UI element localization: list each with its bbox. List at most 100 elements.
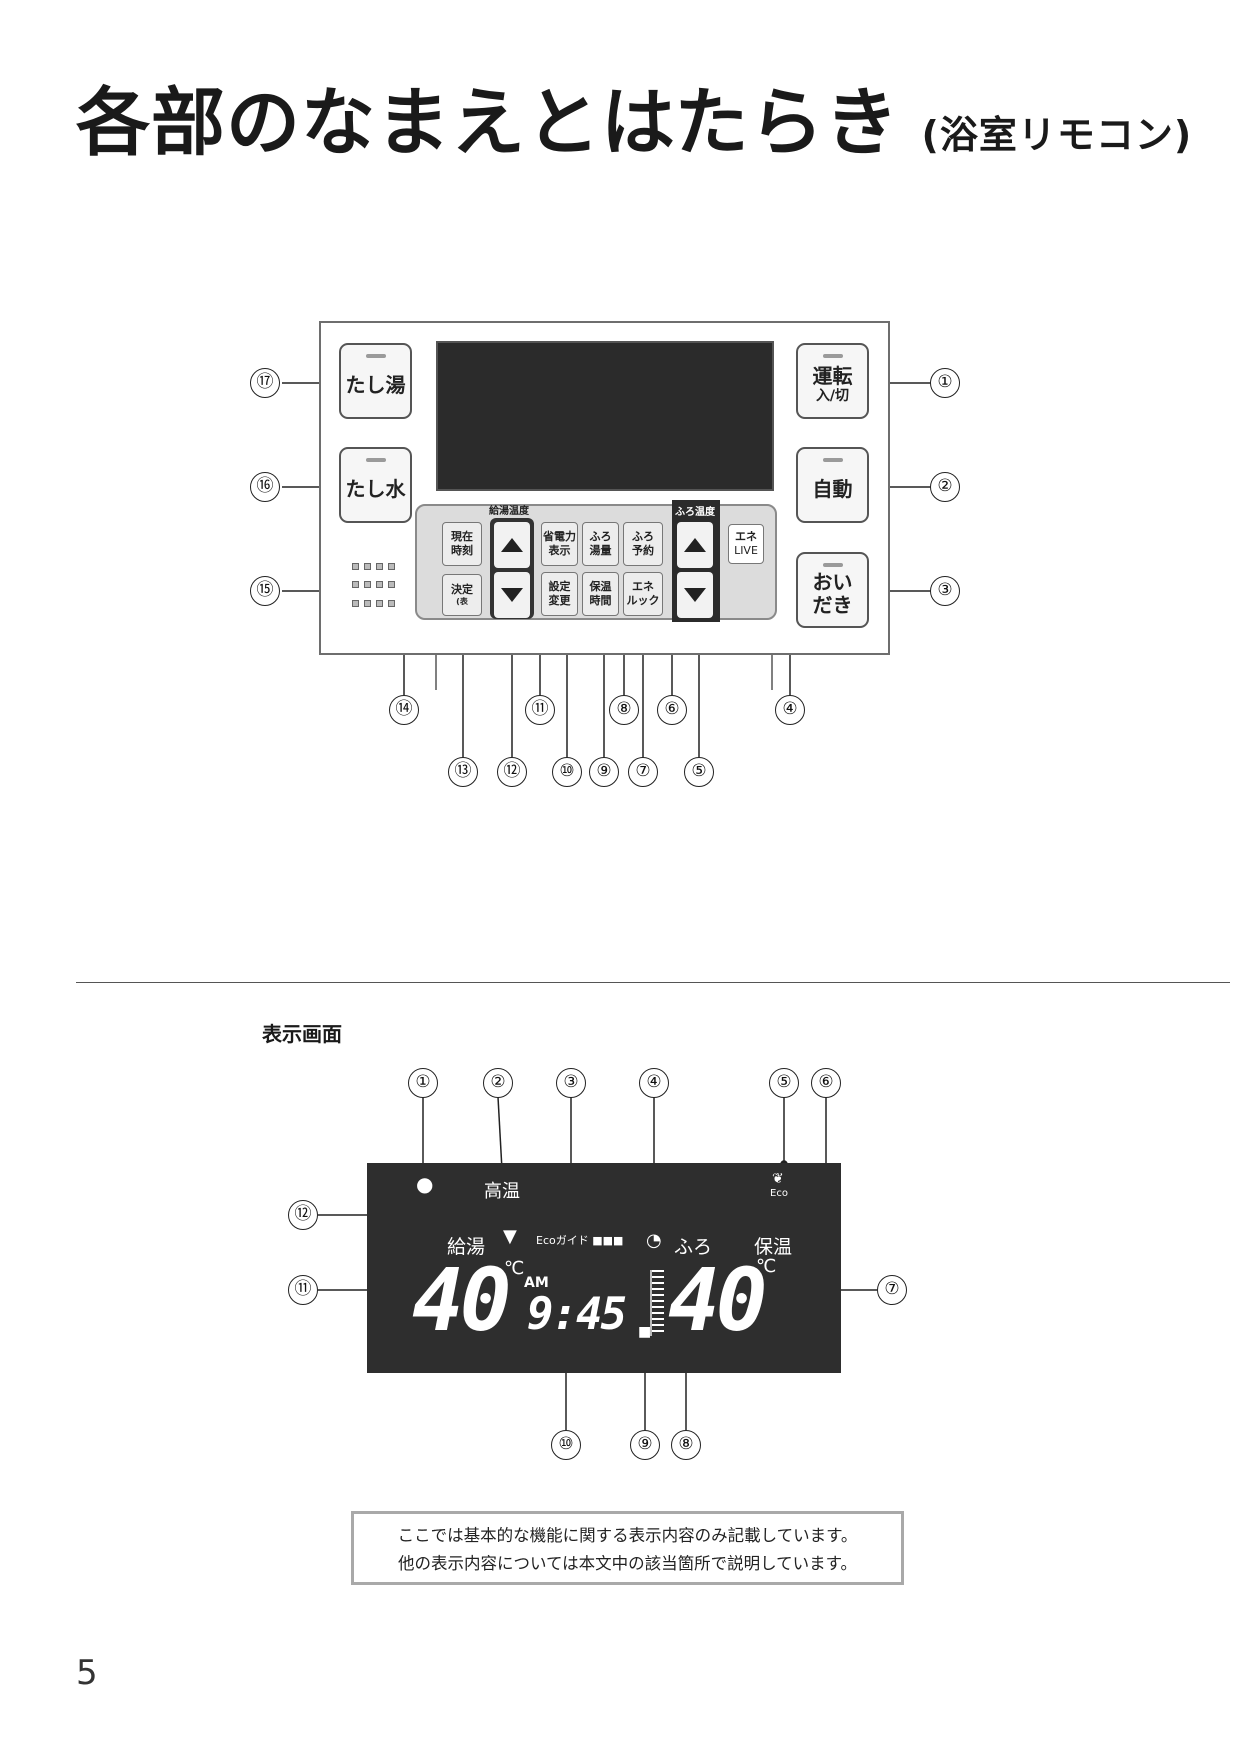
hoon-jikan-button[interactable]: 保温時間 [582, 572, 619, 616]
furo-label: ふろ [632, 529, 654, 543]
down-arrow-icon [501, 588, 523, 602]
unten-label: 運転 [812, 364, 853, 389]
callout-1: ① [930, 368, 960, 398]
callout-15: ⑮ [250, 576, 280, 606]
callout-6: ⑥ [657, 695, 687, 725]
kyuto-down-button[interactable] [494, 572, 530, 618]
callout-17: ⑰ [250, 368, 280, 398]
kouon-indicator: 高温 [484, 1181, 520, 1202]
live-label: LIVE [734, 544, 758, 557]
unten-sublabel: 入/切 [815, 388, 850, 405]
up-arrow-icon [501, 538, 523, 552]
tashimizu-label: たし水 [345, 476, 406, 501]
furo-label: ふろ [589, 529, 612, 543]
kettei-button[interactable]: 決定(表 [442, 574, 482, 616]
display-callout-4: ④ [639, 1068, 669, 1098]
settei-label: 設定 [548, 579, 571, 593]
oidaki-button[interactable]: おいだき [796, 552, 869, 628]
note-box: ここでは基本的な機能に関する表示内容のみ記載しています。 他の表示内容については… [351, 1511, 904, 1585]
water-level-gauge [650, 1270, 664, 1336]
section-divider [76, 982, 1230, 983]
eco-guide-label: Ecoガイド ■■■ [536, 1234, 624, 1247]
clock-time: 9:45 [527, 1289, 627, 1340]
callout-11: ⑪ [525, 695, 555, 725]
furo-temp-value: 40 [668, 1251, 768, 1351]
yuryo-label: 湯量 [589, 544, 612, 557]
water-marker-icon: ■ [638, 1324, 652, 1340]
display-callout-5: ⑤ [769, 1068, 799, 1098]
page-title: 各部のなまえとはたらき(浴室リモコン) [76, 86, 1192, 160]
furo-down-button[interactable] [677, 572, 713, 618]
furo-label: ふろ [674, 1236, 713, 1258]
kettei-label: 決定 [451, 582, 473, 596]
display-callout-7: ⑦ [877, 1275, 907, 1305]
callout-2: ② [930, 472, 960, 502]
lcd-display [367, 1163, 841, 1373]
unten-button[interactable]: 運転入/切 [796, 343, 869, 419]
ene-label: エネ [734, 529, 757, 543]
faucet-icon: ▼ [503, 1226, 517, 1247]
display-heading: 表示画面 [262, 1022, 342, 1046]
speaker-grille [352, 563, 402, 613]
furo-yuryo-button[interactable]: ふろ湯量 [582, 522, 619, 566]
jidou-label: 自動 [812, 476, 853, 501]
eco-indicator: Eco [770, 1188, 788, 1199]
shoden-label: 省電力 [543, 529, 576, 543]
display-callout-12: ⑫ [288, 1200, 318, 1230]
kyuto-temp-value: 40 [412, 1251, 512, 1351]
furo-temp-unit: ℃ [756, 1256, 777, 1277]
yoyaku-label: 予約 [632, 544, 654, 557]
callout-7: ⑦ [628, 757, 658, 787]
callout-10: ⑩ [552, 757, 582, 787]
henkou-label: 変更 [548, 594, 571, 607]
display-callout-3: ③ [556, 1068, 586, 1098]
shoden-hyouji-button[interactable]: 省電力表示 [541, 522, 578, 566]
callout-8: ⑧ [609, 695, 639, 725]
look-label: ルック [626, 594, 660, 607]
ene-look-button[interactable]: エネルック [623, 572, 663, 616]
callout-13: ⑬ [448, 757, 478, 787]
jikoku-label: 時刻 [451, 544, 473, 557]
callout-3: ③ [930, 576, 960, 606]
hoon-label: 保温 [754, 1236, 793, 1258]
display-callout-9: ⑨ [630, 1430, 660, 1460]
display-callout-6: ⑥ [811, 1068, 841, 1098]
note-line-1: ここでは基本的な機能に関する表示内容のみ記載しています。 [397, 1526, 858, 1545]
display-callout-2: ② [483, 1068, 513, 1098]
tashimizu-button[interactable]: たし水 [339, 447, 412, 523]
display-callout-1: ① [408, 1068, 438, 1098]
callout-12: ⑫ [497, 757, 527, 787]
flame-icon: ● [416, 1172, 434, 1196]
callout-5: ⑤ [684, 757, 714, 787]
kyuto-temp-unit: ℃ [504, 1258, 525, 1279]
furo-temp-label: ふろ温度 [675, 507, 715, 518]
genzai-jikoku-button[interactable]: 現在時刻 [442, 522, 482, 566]
display-callout-11: ⑪ [288, 1275, 318, 1305]
title-main: 各部のなまえとはたらき [76, 80, 900, 166]
display-callout-8: ⑧ [671, 1430, 701, 1460]
remote-screen [436, 341, 774, 491]
up-arrow-icon [684, 538, 706, 552]
callout-9: ⑨ [589, 757, 619, 787]
callout-4: ④ [775, 695, 805, 725]
furo-yoyaku-button[interactable]: ふろ予約 [623, 522, 663, 566]
title-subtitle: (浴室リモコン) [921, 113, 1193, 157]
furo-up-button[interactable] [677, 522, 713, 568]
display-callout-10: ⑩ [551, 1430, 581, 1460]
callout-14: ⑭ [389, 695, 419, 725]
clock-icon: ◔ [646, 1230, 662, 1251]
eco-guide-text: Ecoガイド [536, 1234, 589, 1247]
hyouji-label: 表示 [548, 544, 571, 557]
settei-henkou-button[interactable]: 設定変更 [541, 572, 578, 616]
kyuto-label: 給湯 [447, 1236, 486, 1258]
down-arrow-icon [684, 588, 706, 602]
leaf-icon: ❦ [772, 1171, 784, 1187]
tashiyu-button[interactable]: たし湯 [339, 343, 412, 419]
kyuto-up-button[interactable] [494, 522, 530, 568]
jidou-button[interactable]: 自動 [796, 447, 869, 523]
tashiyu-label: たし湯 [345, 372, 406, 397]
kettei-sublabel: (表 [456, 596, 468, 606]
ene-label: エネ [632, 579, 654, 593]
oidaki-label-bottom: だき [812, 593, 853, 617]
